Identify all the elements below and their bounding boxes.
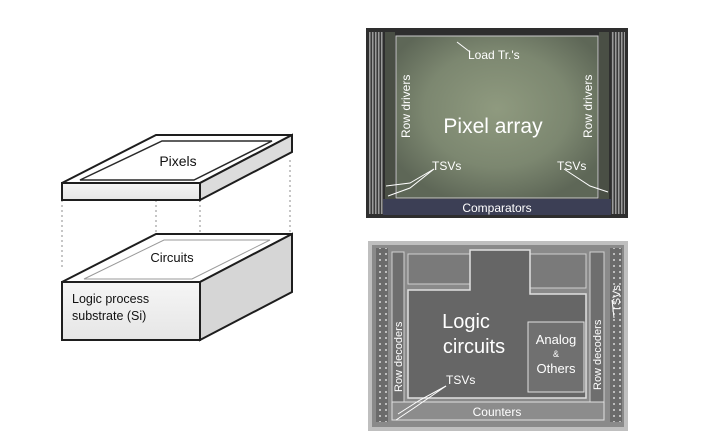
tsvs-center-label: TSVs (446, 373, 475, 387)
counters-label: Counters (473, 405, 522, 419)
comparators-label: Comparators (462, 201, 531, 215)
right-pad-ring (611, 32, 625, 214)
tsv-leaders-bottom (395, 299, 615, 421)
substrate-block: Circuits Logic process substrate (Si) (61, 232, 293, 342)
right-pad-column (610, 248, 622, 422)
row-driver-strip-right (599, 32, 609, 200)
comparators-band (383, 199, 611, 215)
others-label: Others (536, 361, 576, 376)
top-right-block (529, 253, 587, 289)
row-decoders-left-label: Row decoders (393, 321, 405, 392)
pixels-label: Pixels (159, 153, 196, 169)
load-tr-label: Load Tr.'s (468, 48, 520, 62)
left-pad-column (376, 248, 388, 422)
row-decoders-right-label: Row decoders (592, 319, 604, 390)
tsv-left-label: TSVs (432, 159, 461, 173)
amp-label: & (553, 349, 559, 359)
pixel-array-label: Pixel array (443, 115, 543, 138)
substrate-label-line1: Logic process (72, 292, 149, 306)
top-left-block (407, 253, 471, 285)
tsv-right-label: TSVs (557, 159, 586, 173)
row-drivers-left-label: Row drivers (399, 75, 413, 138)
logic-label-line1: Logic (442, 311, 490, 333)
logic-label-line2: circuits (443, 336, 505, 358)
analog-region (527, 321, 585, 393)
tsv-leaders-top (385, 41, 609, 197)
row-driver-strip-left (385, 32, 395, 200)
logic-die-photo: Logic circuits Analog & Others Row decod… (368, 241, 628, 431)
circuits-label: Circuits (150, 250, 194, 265)
substrate-label-line2: substrate (Si) (72, 309, 146, 323)
stack-illustration: Pixels Circuits Logic process substrate … (61, 133, 293, 342)
pixels-layer: Pixels (61, 133, 293, 202)
left-pad-ring (369, 32, 383, 214)
pixel-die-photo: Load Tr.'s Pixel array Row drivers Row d… (366, 28, 628, 218)
row-drivers-right-label: Row drivers (581, 75, 595, 138)
tsvs-right-label: TSVs (611, 285, 623, 312)
counters-band (391, 401, 605, 421)
analog-label: Analog (536, 332, 576, 347)
